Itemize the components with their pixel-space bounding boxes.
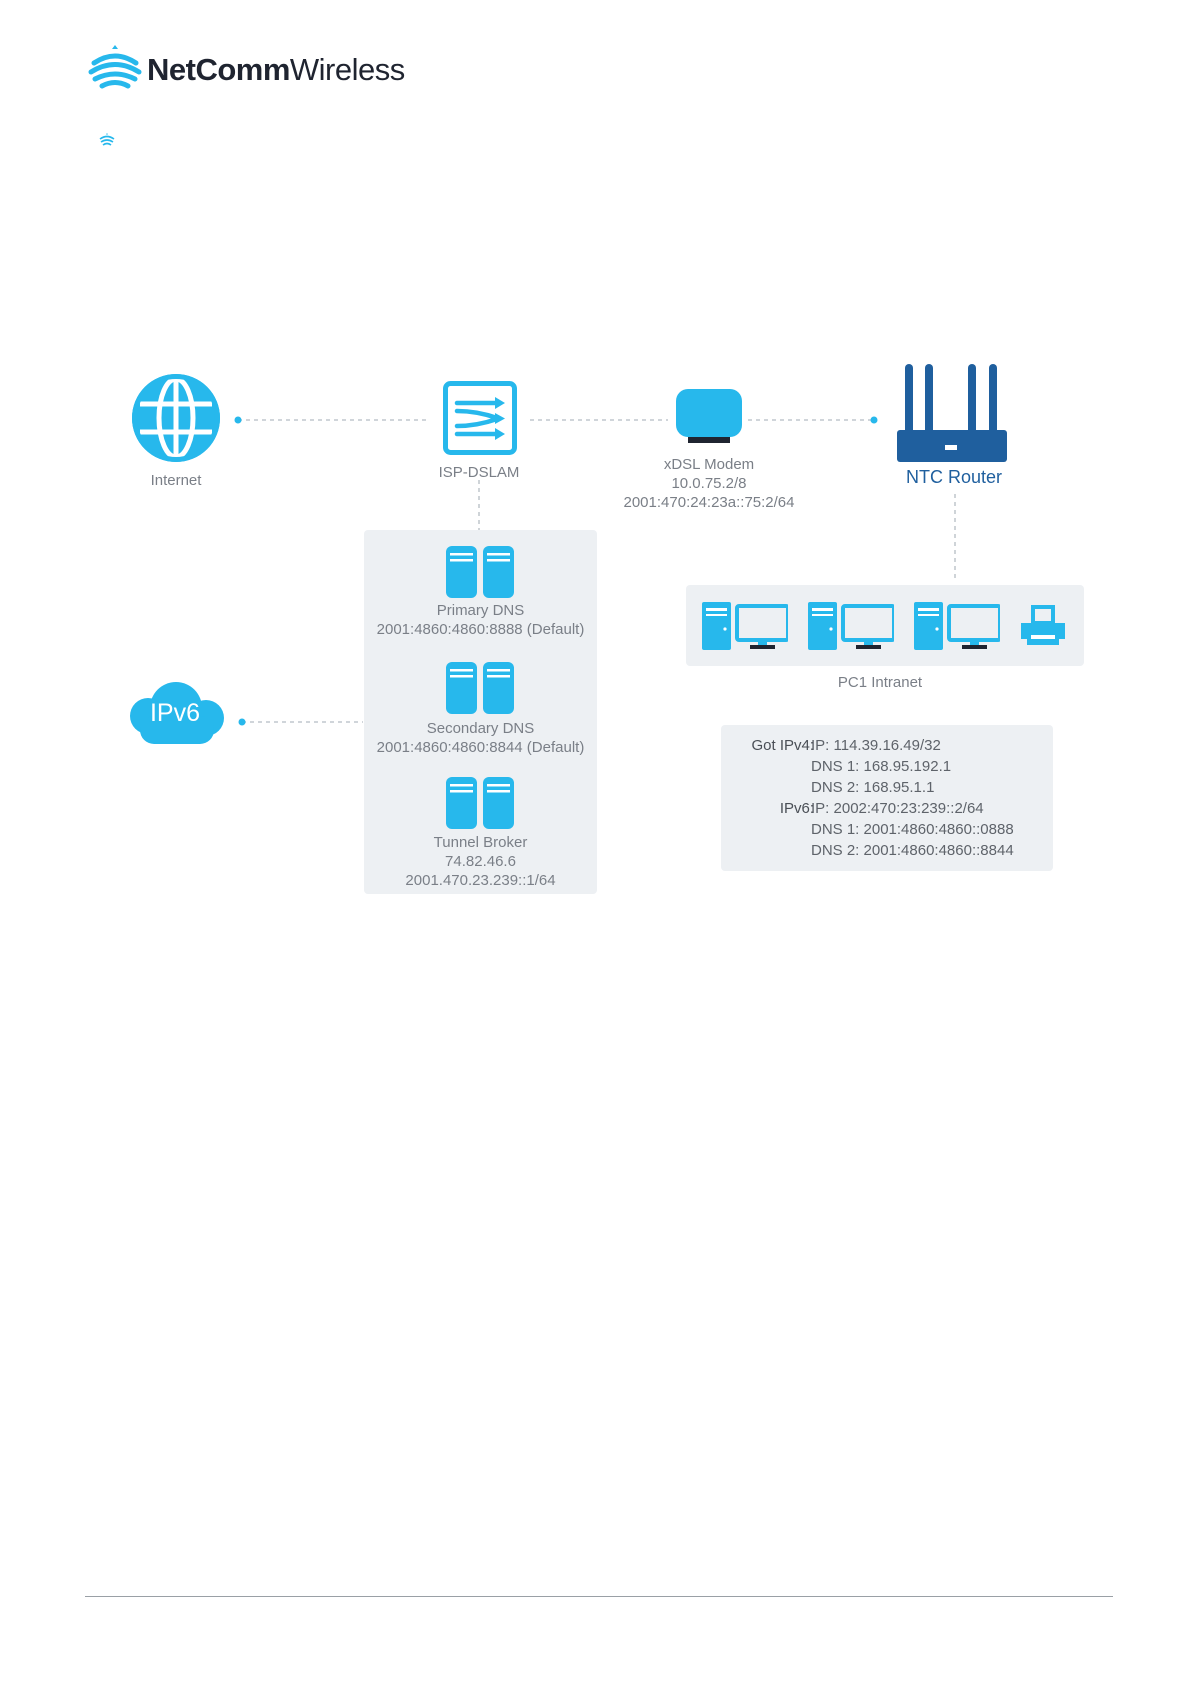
got-ipv4-dns1: DNS 1: 168.95.192.1 bbox=[811, 758, 952, 775]
brand-bold: NetComm bbox=[147, 52, 290, 87]
brand-light: Wireless bbox=[289, 52, 405, 87]
router-label: NTC Router bbox=[905, 467, 1003, 487]
small-wifi-icon bbox=[99, 133, 115, 146]
brand-wordmark: NetCommWireless bbox=[147, 52, 405, 88]
tunnel-broker-ipv6: 2001.470.23.239::1/64 bbox=[405, 872, 556, 889]
primary-dns-addr: 2001:4860:4860:8888 (Default) bbox=[376, 621, 585, 638]
isp-dslam-icon bbox=[443, 381, 517, 455]
ip-info-box: Got IPv4: IP: 114.39.16.49/32 DNS 1: 168… bbox=[721, 725, 1053, 871]
isp-dslam-label: ISP-DSLAM bbox=[438, 464, 520, 481]
router-icon bbox=[897, 364, 1007, 462]
brand-logo-icon bbox=[88, 45, 142, 89]
primary-dns-name: Primary DNS bbox=[436, 602, 525, 619]
secondary-dns-name: Secondary DNS bbox=[426, 720, 535, 737]
modem-icon bbox=[676, 389, 742, 443]
got-ipv6-heading: IPv6: bbox=[779, 800, 814, 817]
desktop-computer-icon bbox=[808, 602, 894, 650]
got-ipv6-dns1: DNS 1: 2001:4860:4860::0888 bbox=[811, 821, 1014, 838]
intranet-panel bbox=[686, 585, 1084, 666]
got-ipv6-dns2: DNS 2: 2001:4860:4860::8844 bbox=[811, 842, 1014, 859]
modem-name: xDSL Modem bbox=[663, 456, 755, 473]
got-ipv4-heading: Got IPv4: bbox=[751, 737, 814, 754]
tunnel-broker-name: Tunnel Broker bbox=[433, 834, 528, 851]
ipv6-cloud-icon bbox=[130, 682, 224, 744]
got-ipv6-ip: IP: 2002:470:23:239::2/64 bbox=[811, 800, 984, 817]
intranet-label: PC1 Intranet bbox=[837, 674, 923, 691]
got-ipv4-dns2: DNS 2: 168.95.1.1 bbox=[811, 779, 935, 796]
got-ipv4-ip: IP: 114.39.16.49/32 bbox=[811, 737, 941, 754]
server-icon bbox=[446, 546, 514, 598]
globe-icon bbox=[132, 374, 220, 462]
server-icon bbox=[446, 777, 514, 829]
modem-ipv4: 10.0.75.2/8 bbox=[671, 475, 747, 492]
desktop-computer-icon bbox=[702, 602, 788, 650]
internet-label: Internet bbox=[150, 472, 202, 489]
tunnel-broker-ipv4: 74.82.46.6 bbox=[445, 853, 516, 870]
ipv6-cloud-label: IPv6 bbox=[149, 699, 201, 727]
desktop-computer-icon bbox=[914, 602, 1000, 650]
modem-ipv6: 2001:470:24:23a::75:2/64 bbox=[623, 494, 795, 511]
footer-rule bbox=[85, 1596, 1113, 1597]
printer-icon bbox=[1021, 605, 1065, 645]
secondary-dns-addr: 2001:4860:4860:8844 (Default) bbox=[376, 739, 585, 756]
dns-panel bbox=[364, 530, 597, 894]
server-icon bbox=[446, 662, 514, 714]
